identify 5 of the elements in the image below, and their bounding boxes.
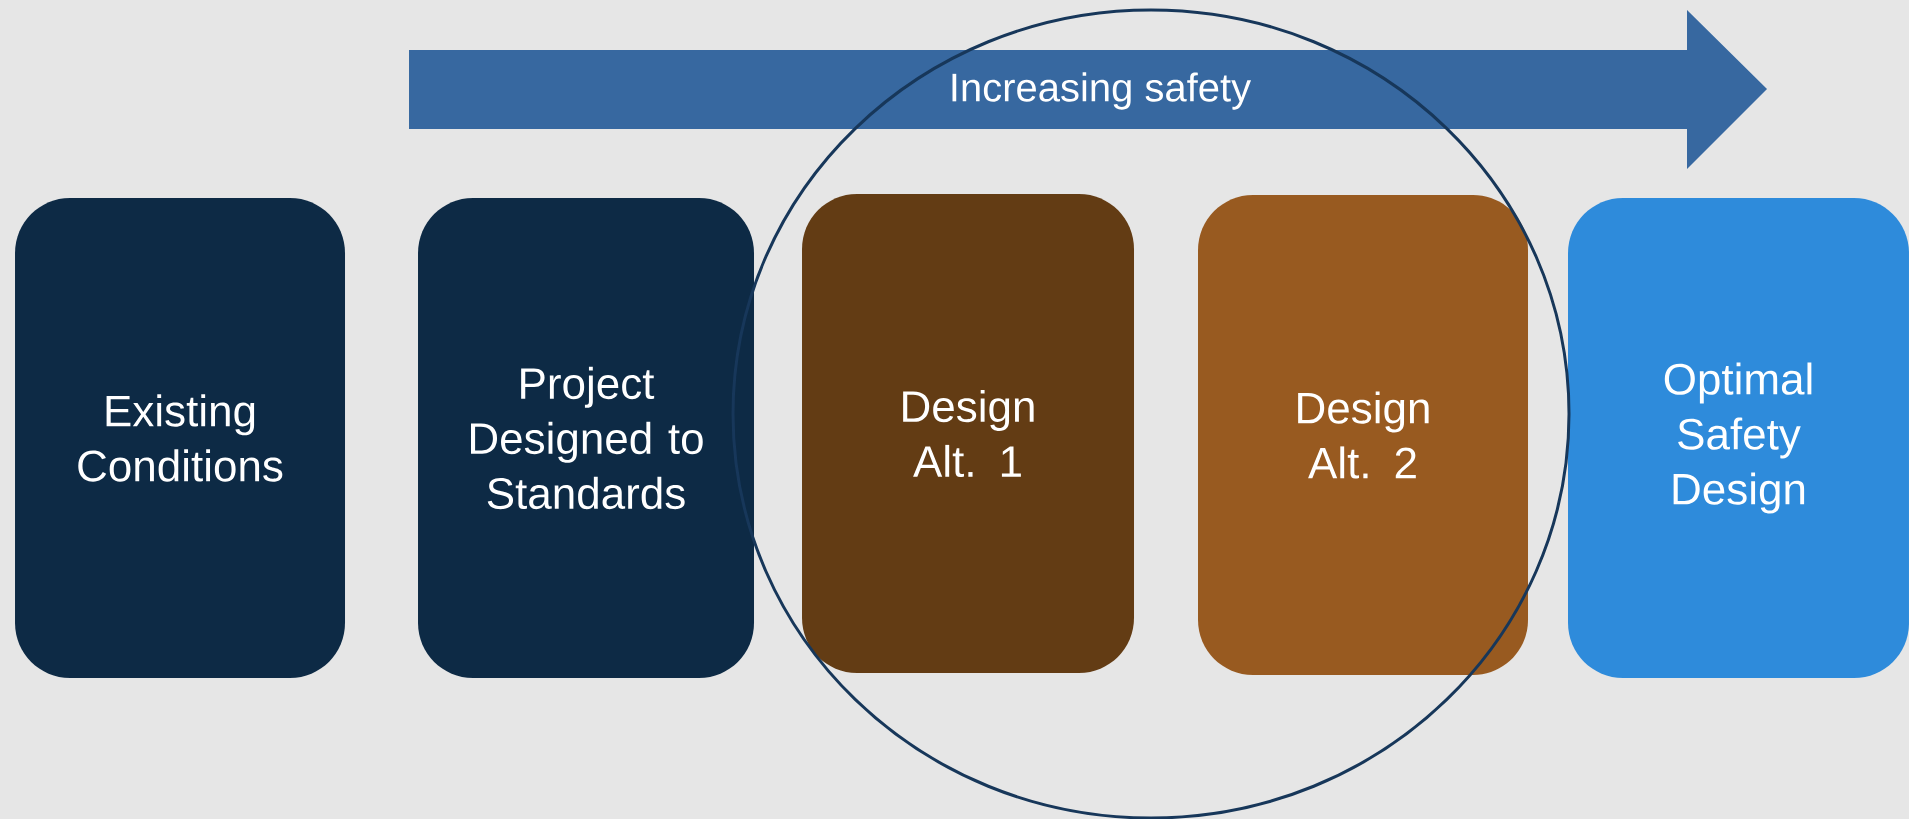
stage-box: Optimal Safety Design — [1568, 198, 1909, 678]
stage-box: Design Alt. 1 — [802, 194, 1134, 673]
stage-box: Existing Conditions — [15, 198, 345, 678]
stage-box: Project Designed to Standards — [418, 198, 754, 678]
stage-box: Design Alt. 2 — [1198, 195, 1528, 675]
